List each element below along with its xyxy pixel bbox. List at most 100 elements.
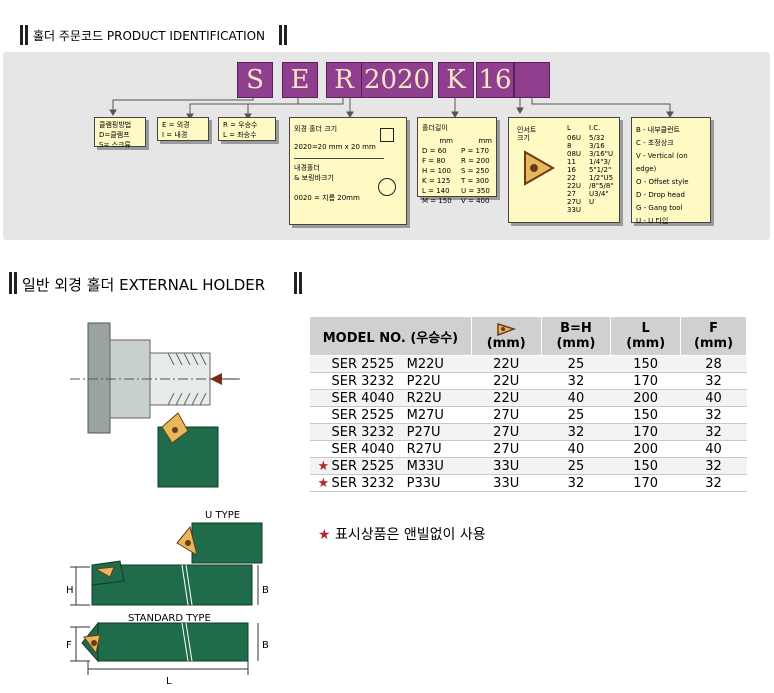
footnote-text: 표시상품은 앤빌없이 사용 (335, 527, 486, 543)
model-cell: ★SER 2525 M33U (309, 457, 472, 475)
section-marker (20, 25, 23, 45)
insert-l: 22 (567, 174, 576, 182)
code-box-option (514, 62, 550, 98)
note-hand: R = 우승수 L = 좌승수 (218, 117, 276, 141)
model-number: SER 3232 P22U (331, 373, 441, 389)
insert-ic: 3/16 (589, 142, 605, 150)
l-cell: 170 (610, 474, 681, 492)
l-cell: 170 (610, 372, 681, 390)
note-size-example: 2020=20 mm x 20 mm (294, 143, 376, 151)
note-insert-title: 인서트 (517, 126, 537, 134)
insert-ic: 3/16"U (589, 150, 614, 158)
table-row: ★SER 3232 P33U 33U 32 170 32 (309, 474, 747, 492)
code-box-e: E (282, 62, 318, 98)
insert-l: 27U (567, 198, 582, 206)
model-cell: SER 4040 R27U (309, 440, 472, 458)
f-cell: 40 (680, 440, 747, 458)
length-code: U = 350 (461, 187, 490, 195)
note-length: 홀더길이 mm D = 60 F = 80 H = 100 K = 125 L … (417, 117, 497, 205)
insert-header: L (567, 124, 571, 132)
l-header: L (mm) (610, 316, 682, 356)
bh-cell: 25 (541, 457, 611, 475)
note-clamp-line: S= 스크류 (99, 141, 131, 149)
insert-l: 11 (567, 158, 576, 166)
table-row: SER 3232 P22U 22U 32 170 32 (309, 372, 747, 390)
table-row: SER 2525 M27U 27U 25 150 32 (309, 406, 747, 424)
l-cell: 150 (610, 457, 681, 475)
insert-ic: 1/2"U5 (589, 174, 614, 182)
option-item: D - Drop head (636, 191, 685, 199)
f-header: F (mm) (680, 316, 747, 356)
insert-l: 22U (567, 182, 582, 190)
f-dimension-label: F (66, 640, 72, 651)
model-number: SER 4040 R22U (331, 390, 442, 406)
bh-cell: 25 (541, 406, 611, 424)
model-number: SER 2525 M27U (331, 407, 444, 423)
length-code: L = 140 (422, 187, 450, 195)
table-row: ★SER 2525 M33U 33U 25 150 32 (309, 457, 747, 475)
footnote: ★ 표시상품은 앤빌없이 사용 (318, 524, 486, 544)
b-dimension-label: B (262, 585, 269, 596)
f-cell: 32 (680, 372, 747, 390)
model-cell: ★SER 3232 P33U (309, 474, 472, 492)
bh-cell: 25 (541, 355, 611, 373)
section-title: 홀더 주문코드 PRODUCT IDENTIFICATION (33, 29, 266, 43)
note-size-title: 외경 홀더 크기 (294, 125, 338, 133)
insert-ic: 1/4"3/ (589, 158, 611, 166)
length-code: V = 400 (461, 197, 490, 205)
note-insert: 인서트 크기 L 06U 8 08U 11 16 22 22U 27 27U 3… (508, 117, 620, 223)
section-marker (284, 25, 287, 45)
model-cell: SER 3232 P22U (309, 372, 472, 390)
insert-l: 06U (567, 134, 582, 142)
code-box-size: 2020 (361, 62, 433, 98)
note-hand-line: L = 좌승수 (223, 131, 257, 139)
insert-header: I.C. (589, 124, 601, 132)
insert-l: 33U (567, 206, 582, 214)
connector-lines (109, 96, 674, 120)
note-clamp-line: D=클램프 (99, 131, 130, 139)
star-icon: ★ (318, 527, 331, 543)
ic-cell: 27U (471, 406, 542, 424)
insert-l: 8 (567, 142, 572, 150)
note-size: 외경 홀더 크기 2020=20 mm x 20 mm 내경홀더 & 보링바크기… (289, 117, 407, 225)
model-cell: SER 2525 M22U (309, 355, 472, 373)
note-options: B - 내부클런트 C - 초정상크 V - Vertical (on edge… (631, 117, 711, 225)
insert-l: 08U (567, 150, 582, 158)
model-table: MODEL NO. (우승수) (mm) B=H (mm) L (mm) F (… (309, 316, 747, 492)
note-type-line: I = 내경 (162, 131, 188, 139)
f-cell: 32 (680, 406, 747, 424)
star-icon: ★ (317, 475, 330, 491)
holder-dimension-drawing (70, 522, 263, 675)
option-item: O - Offset style (636, 178, 689, 186)
f-cell: 28 (680, 355, 747, 373)
note-clamp: 클램핑방법 D=클램프 S= 스크류 (94, 117, 146, 149)
model-number: SER 3232 P33U (331, 475, 441, 491)
code-box-16: 16 (476, 62, 514, 98)
note-clamp-line: 클램핑방법 (99, 121, 132, 129)
standard-type-label: STANDARD TYPE (128, 613, 211, 624)
length-code: K = 125 (422, 177, 451, 185)
ic-cell: 22U (471, 355, 542, 373)
section-marker (279, 25, 282, 45)
ic-cell: 27U (471, 440, 542, 458)
section-marker (14, 272, 17, 294)
note-insert-title: 크기 (517, 134, 530, 142)
insert-triangle-icon (524, 150, 556, 186)
length-code: P = 170 (461, 147, 489, 155)
square-icon (380, 128, 394, 142)
star-icon: ★ (317, 458, 330, 474)
l-cell: 200 (610, 440, 681, 458)
option-item: V - Vertical (on edge) (636, 152, 688, 173)
f-cell: 32 (680, 474, 747, 492)
ic-cell: 22U (471, 389, 542, 407)
model-cell: SER 4040 R22U (309, 389, 472, 407)
bh-cell: 40 (541, 440, 611, 458)
f-cell: 32 (680, 423, 747, 441)
note-hand-line: R = 우승수 (223, 121, 258, 129)
unit-header: mm (439, 137, 453, 145)
insert-ic: 5/32 (589, 134, 605, 142)
table-row: SER 2525 M22U 22U 25 150 28 (309, 355, 747, 373)
l-cell: 150 (610, 355, 681, 373)
insert-l: 16 (567, 166, 576, 174)
section-marker (299, 272, 302, 294)
